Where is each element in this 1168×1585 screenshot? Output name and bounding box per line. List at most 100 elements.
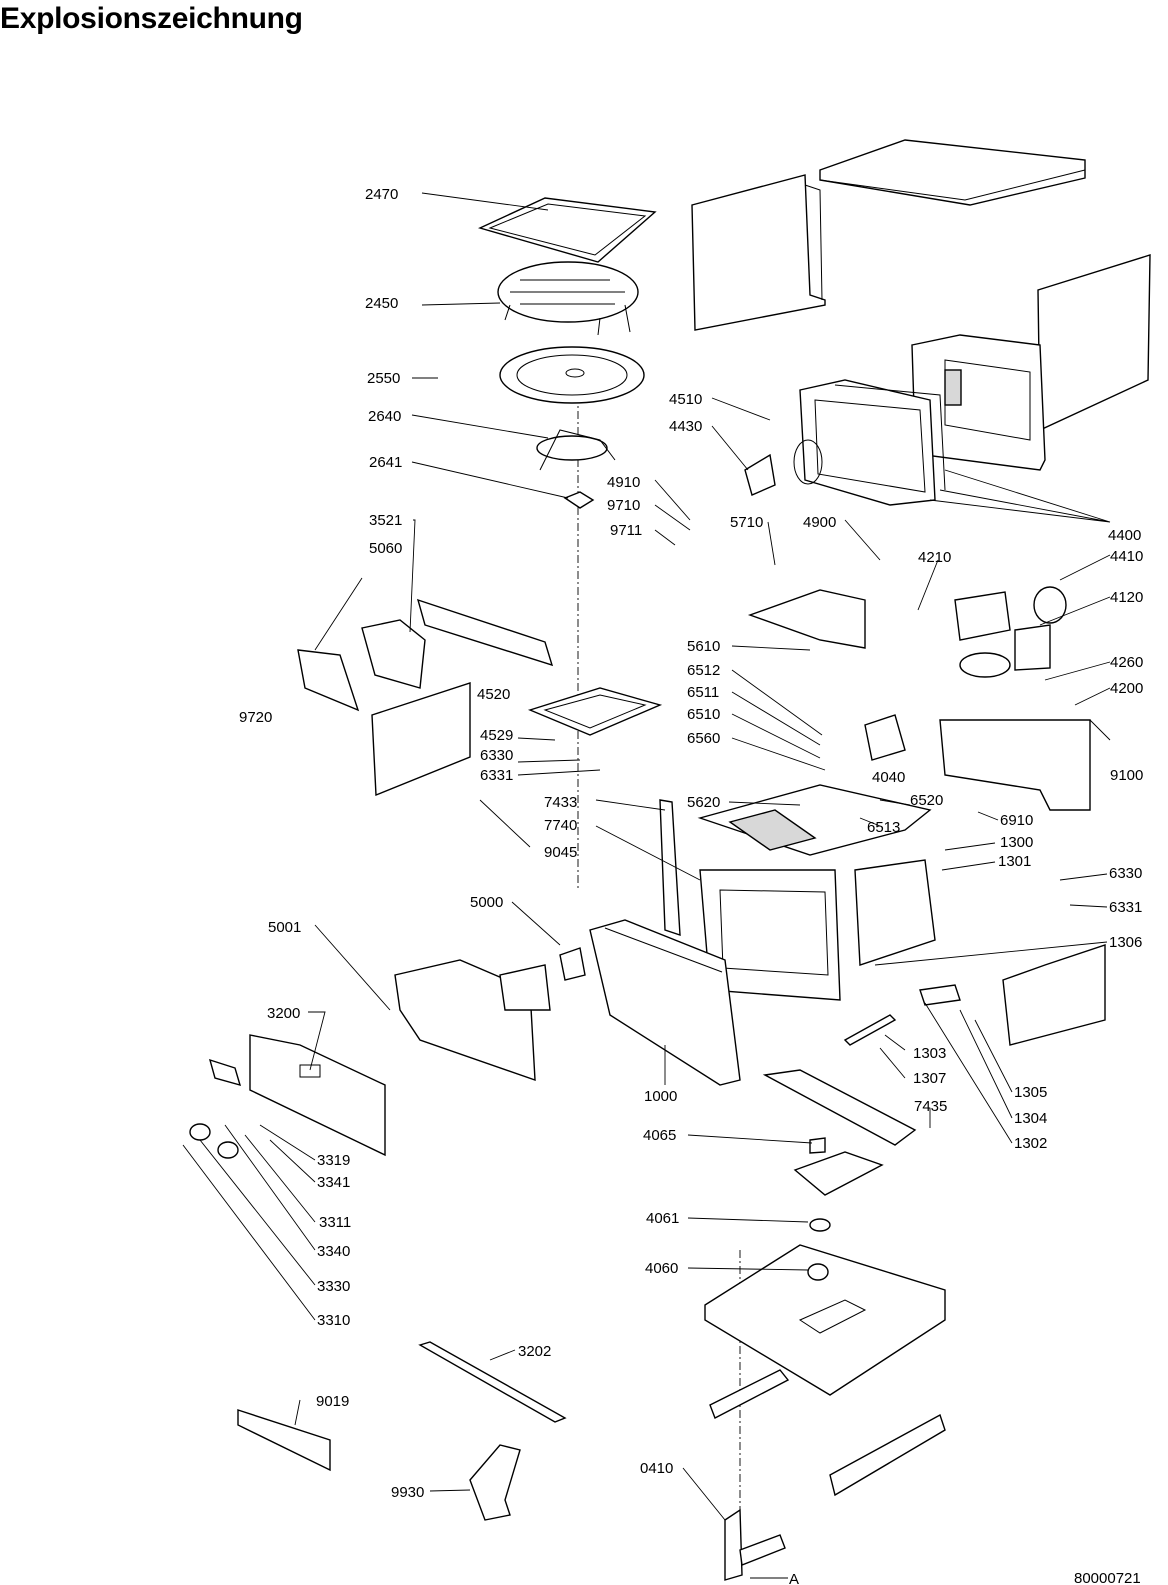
relay-board-5060 bbox=[361, 619, 426, 689]
housing-side-panel-left bbox=[691, 174, 826, 331]
part-label-4410: 4410 bbox=[1110, 548, 1143, 565]
part-label-6520: 6520 bbox=[910, 792, 943, 809]
top-cover-plate-6520 bbox=[697, 784, 932, 856]
part-label-1306: 1306 bbox=[1109, 934, 1142, 951]
fan-4065 bbox=[809, 1137, 826, 1154]
reference-marker-a: A bbox=[789, 1571, 799, 1585]
part-label-9711: 9711 bbox=[610, 522, 642, 539]
feet-rails bbox=[709, 1369, 946, 1497]
transformer-4410 bbox=[954, 586, 1067, 641]
part-label-1307: 1307 bbox=[913, 1070, 946, 1087]
part-label-9930: 9930 bbox=[391, 1484, 424, 1501]
part-label-6513: 6513 bbox=[867, 819, 900, 836]
part-label-6511: 6511 bbox=[687, 684, 719, 701]
front-plate-9019 bbox=[237, 1409, 331, 1472]
part-label-1305: 1305 bbox=[1014, 1084, 1047, 1101]
part-label-4900: 4900 bbox=[803, 514, 836, 531]
oven-cavity-body bbox=[911, 334, 1046, 471]
capacitor-4120 bbox=[959, 624, 1051, 678]
part-label-6910: 6910 bbox=[1000, 812, 1033, 829]
door-seal-frames bbox=[799, 379, 946, 506]
part-label-3330: 3330 bbox=[317, 1278, 350, 1295]
part-label-6331-right: 6331 bbox=[1109, 899, 1142, 916]
part-label-5710: 5710 bbox=[730, 514, 763, 531]
part-label-2550: 2550 bbox=[367, 370, 400, 387]
insulation-panel bbox=[371, 682, 471, 797]
part-label-6331: 6331 bbox=[480, 767, 513, 784]
motor-4060 bbox=[807, 1263, 829, 1281]
stirrer-cover-4061 bbox=[809, 1218, 831, 1232]
part-label-4060: 4060 bbox=[645, 1260, 678, 1277]
part-label-6330-right: 6330 bbox=[1109, 865, 1142, 882]
part-label-7740: 7740 bbox=[544, 817, 577, 834]
part-labels: 2470 2450 2550 2640 2641 3521 5060 9720 … bbox=[239, 186, 1143, 1585]
part-label-7435: 7435 bbox=[914, 1098, 947, 1115]
door-choke-5000 bbox=[559, 947, 586, 981]
part-label-3310: 3310 bbox=[317, 1312, 350, 1329]
door-1000 bbox=[589, 919, 741, 1086]
cavity-front-frame-7740 bbox=[699, 869, 841, 1001]
part-label-7433: 7433 bbox=[544, 794, 577, 811]
latch-1302 bbox=[919, 984, 961, 1006]
part-label-3202: 3202 bbox=[518, 1343, 551, 1360]
mounting-rail-3521 bbox=[416, 598, 554, 667]
handle-support-9930 bbox=[469, 1444, 521, 1521]
part-label-4400: 4400 bbox=[1108, 527, 1141, 544]
base-plate bbox=[704, 1244, 946, 1396]
part-label-1303: 1303 bbox=[913, 1045, 946, 1062]
part-label-4430: 4430 bbox=[669, 418, 702, 435]
part-label-4520: 4520 bbox=[477, 686, 510, 703]
part-label-3341: 3341 bbox=[317, 1174, 350, 1191]
door-rod-1303 bbox=[843, 1014, 897, 1046]
part-label-4260: 4260 bbox=[1110, 654, 1143, 671]
part-label-1301: 1301 bbox=[998, 853, 1031, 870]
part-label-2640: 2640 bbox=[368, 408, 401, 425]
part-label-5060: 5060 bbox=[369, 540, 402, 557]
part-label-2450: 2450 bbox=[365, 295, 398, 312]
control-frame-9100 bbox=[939, 719, 1091, 811]
grill-heater-4520 bbox=[527, 687, 663, 736]
leader-lines bbox=[182, 192, 1111, 1579]
roller-ring-2640 bbox=[536, 429, 616, 471]
coupling-2641 bbox=[563, 491, 595, 509]
part-label-3319: 3319 bbox=[317, 1152, 350, 1169]
part-label-6330: 6330 bbox=[480, 747, 513, 764]
part-label-5001: 5001 bbox=[268, 919, 301, 936]
part-label-4529: 4529 bbox=[480, 727, 513, 744]
part-label-4210: 4210 bbox=[918, 549, 951, 566]
control-panel-3200 bbox=[249, 1034, 386, 1157]
bottom-rail-7435 bbox=[762, 1069, 917, 1146]
part-label-4061: 4061 bbox=[646, 1210, 679, 1227]
part-label-5610: 5610 bbox=[687, 638, 720, 655]
part-label-9019: 9019 bbox=[316, 1393, 349, 1410]
side-rail-7433 bbox=[659, 799, 681, 936]
magnetron-4040 bbox=[864, 714, 906, 761]
housing-back-panel bbox=[1037, 254, 1151, 432]
part-label-1000: 1000 bbox=[644, 1088, 677, 1105]
side-panel-1306 bbox=[1002, 944, 1106, 1046]
part-label-0410: 0410 bbox=[640, 1460, 673, 1477]
part-label-6510: 6510 bbox=[687, 706, 720, 723]
part-label-4040: 4040 bbox=[872, 769, 905, 786]
part-label-4120: 4120 bbox=[1110, 589, 1143, 606]
part-label-9100: 9100 bbox=[1110, 767, 1143, 784]
part-label-1300: 1300 bbox=[1000, 834, 1033, 851]
grill-rack-2450 bbox=[497, 261, 639, 336]
fan-motor-bracket-4900 bbox=[747, 589, 866, 649]
part-label-4065: 4065 bbox=[643, 1127, 676, 1144]
part-label-3340: 3340 bbox=[317, 1243, 350, 1260]
part-label-9720: 9720 bbox=[239, 709, 272, 726]
bracket-0410 bbox=[724, 1508, 786, 1581]
cavity-right-side bbox=[854, 859, 936, 966]
hinge-bracket-4430 bbox=[744, 439, 823, 496]
trim-strip-3202 bbox=[418, 1341, 567, 1423]
control-knobs-3310 bbox=[189, 1058, 242, 1159]
housing-top-cover bbox=[819, 139, 1086, 206]
part-label-2470: 2470 bbox=[365, 186, 398, 203]
glass-turntable-2550 bbox=[499, 346, 645, 404]
part-label-3521: 3521 bbox=[369, 512, 402, 529]
control-circuit-board-9720 bbox=[297, 649, 360, 712]
part-label-2641: 2641 bbox=[369, 454, 402, 471]
part-label-9045: 9045 bbox=[544, 844, 577, 861]
